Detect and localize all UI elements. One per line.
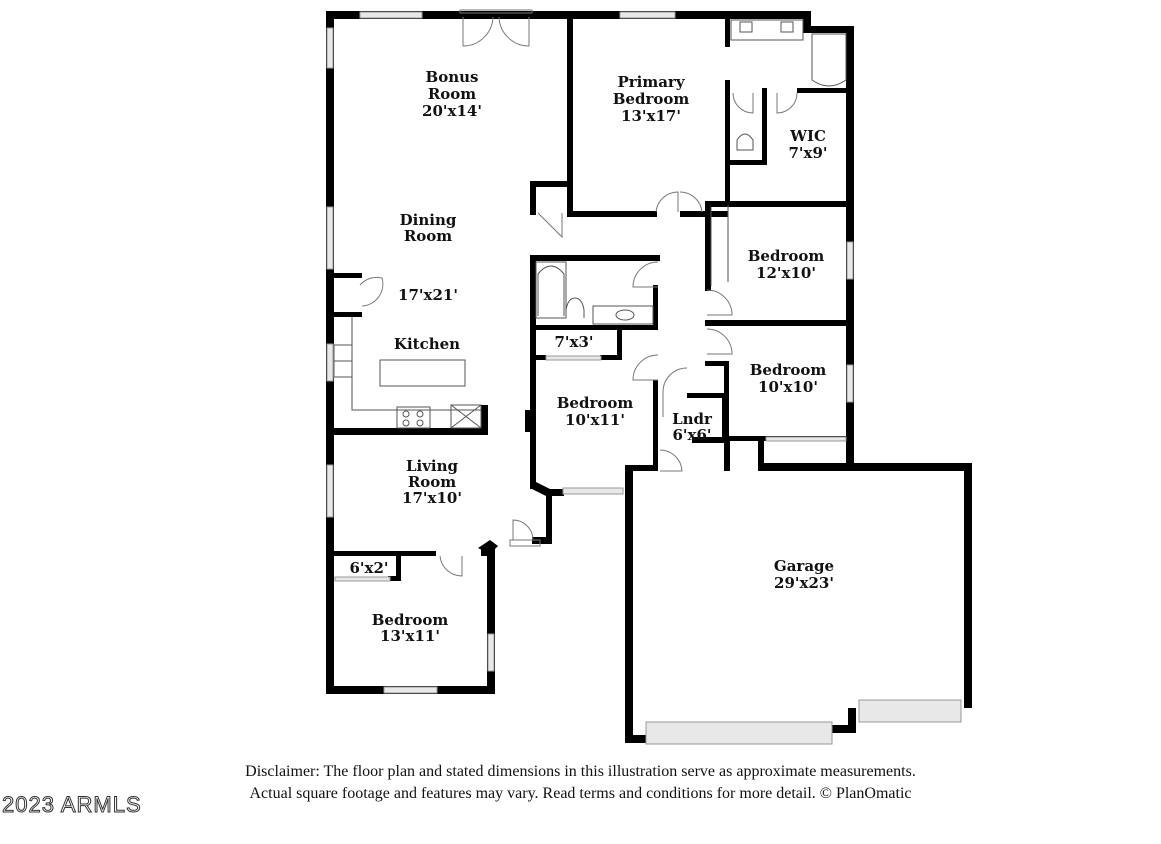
bedroom-5-dims: 13'x11' <box>380 627 440 645</box>
bonus-room-dims: 20'x14' <box>422 102 482 120</box>
bedroom-3-dims: 10'x10' <box>758 378 818 396</box>
dining-room-dims: 17'x21' <box>398 286 458 304</box>
dining-room-label: Dining <box>400 211 457 229</box>
kitchen-label: Kitchen <box>394 335 460 353</box>
living-room-dims: 17'x10' <box>402 489 462 507</box>
bonus-room-label: Room <box>428 85 476 103</box>
wic-label: WIC <box>789 127 826 145</box>
bedroom-2-dims: 12'x10' <box>756 264 816 282</box>
bonus-room-label: Bonus <box>426 68 479 86</box>
primary-bedroom-label: Bedroom <box>613 90 690 108</box>
wic-dims: 7'x9' <box>788 144 827 162</box>
watermark: 2023 ARMLS <box>2 792 142 818</box>
bedroom-2-label: Bedroom <box>748 247 825 265</box>
closet-hall-dims: 7'x3' <box>554 333 593 351</box>
fixtures <box>333 19 847 582</box>
bedroom-4-label: Bedroom <box>557 394 634 412</box>
bedroom-4-dims: 10'x11' <box>565 411 625 429</box>
primary-bedroom-label: Primary <box>617 73 685 91</box>
doors <box>359 9 798 577</box>
primary-bedroom-dims: 13'x17' <box>621 107 681 125</box>
living-room-label: Living <box>406 457 459 475</box>
living-room-label: Room <box>408 473 456 491</box>
laundry-dims: 6'x6' <box>672 426 711 444</box>
disclaimer-line-1: Disclaimer: The floor plan and stated di… <box>245 763 916 780</box>
dining-room-label: Room <box>404 227 452 245</box>
windows <box>326 11 962 745</box>
bedroom-5-label: Bedroom <box>372 611 449 629</box>
closet-small-dims: 6'x2' <box>349 559 388 577</box>
bedroom-3-label: Bedroom <box>750 361 827 379</box>
laundry-label: Lndr <box>672 410 713 428</box>
garage-dims: 29'x23' <box>774 574 834 592</box>
room-labels: Bonus Room 20'x14' Primary Bedroom 13'x1… <box>349 68 834 645</box>
garage-label: Garage <box>774 557 834 575</box>
disclaimer-line-2: Actual square footage and features may v… <box>249 785 912 802</box>
